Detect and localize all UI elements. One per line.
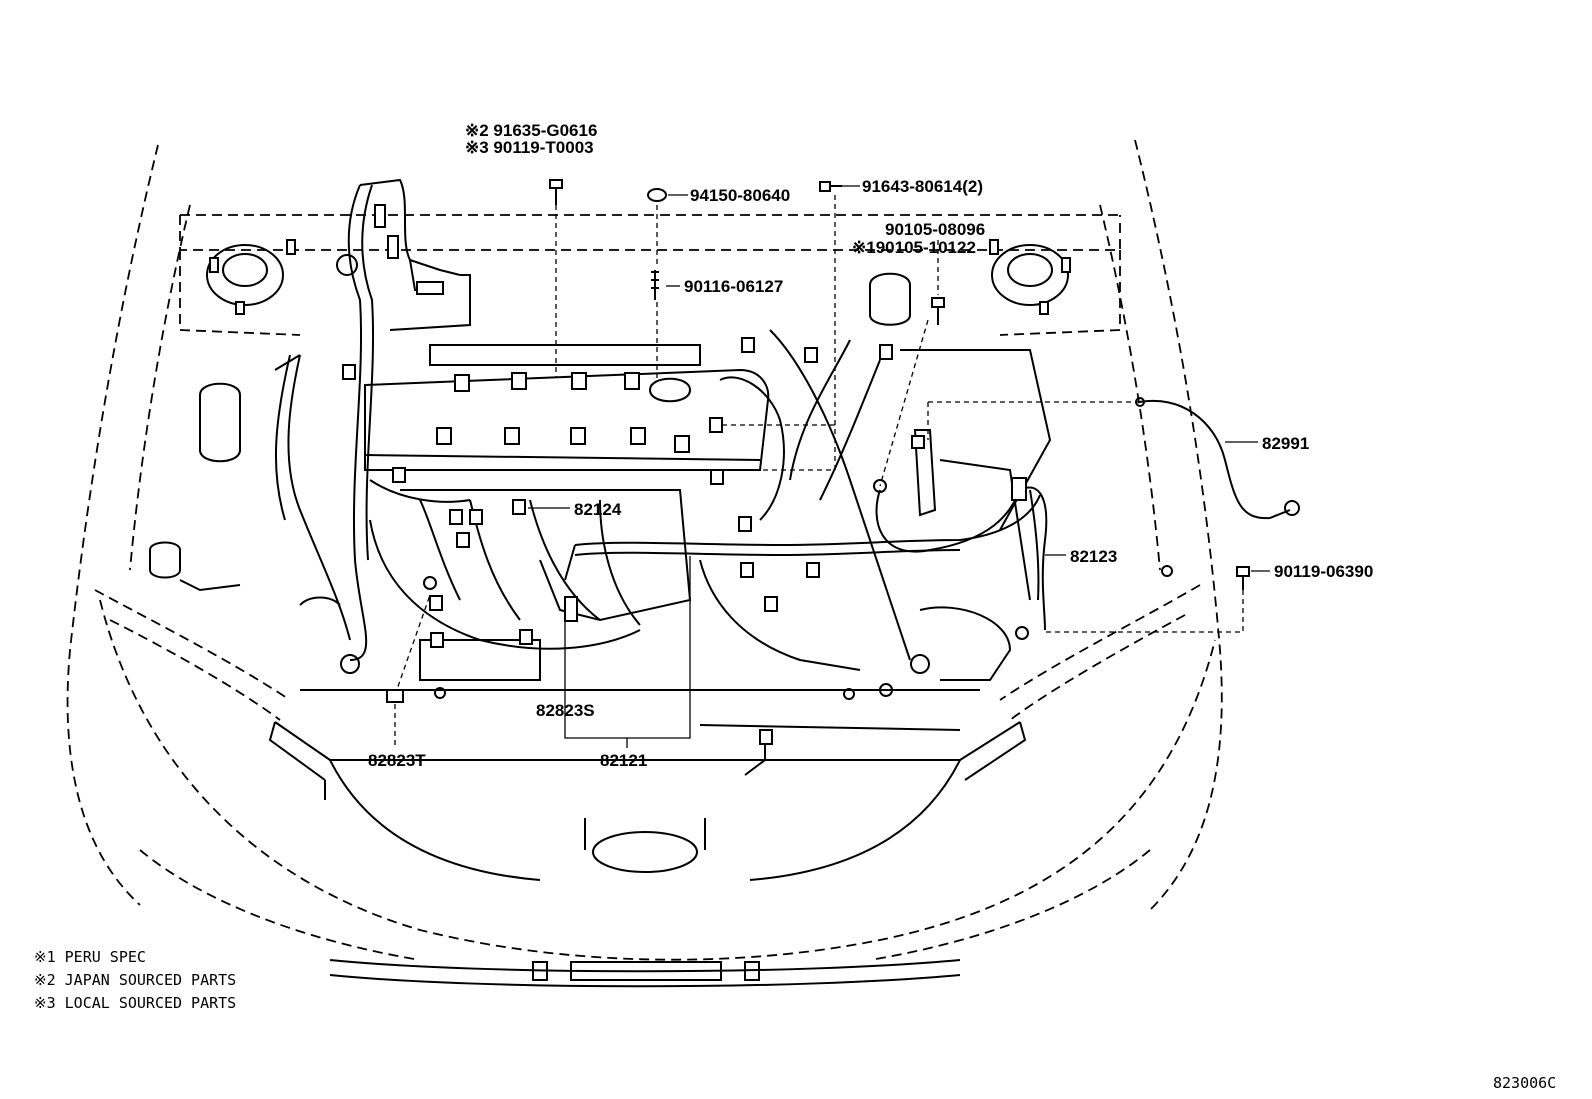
- callout-90105-08096: 90105-08096: [885, 220, 985, 239]
- leader-lines: [386, 185, 1270, 748]
- fastener-icons: [549, 179, 1250, 590]
- callout-190105-10122: ※190105-10122: [852, 238, 976, 257]
- wire-harness: [274, 178, 1300, 661]
- callout-82823t: 82823T: [368, 751, 426, 770]
- callout-82121: 82121: [600, 751, 647, 770]
- callout-82823s: 82823S: [536, 701, 595, 720]
- right-strut-tower: [989, 239, 1071, 315]
- callout-94150-80640: 94150-80640: [690, 186, 790, 205]
- left-strut-tower: [206, 239, 296, 315]
- callout-90119-t0003: ※3 90119-T0003: [465, 138, 594, 157]
- callout-82124: 82124: [574, 500, 622, 519]
- callout-91635-g0616: ※2 91635-G0616: [465, 121, 597, 140]
- legend: ※1 PERU SPEC ※2 JAPAN SOURCED PARTS ※3 L…: [34, 948, 236, 1012]
- callout-90116-06127: 90116-06127: [684, 277, 783, 296]
- callout-90119-06390: 90119-06390: [1274, 562, 1373, 581]
- callout-82123: 82123: [1070, 547, 1117, 566]
- legend-item-2: ※2 JAPAN SOURCED PARTS: [34, 971, 236, 989]
- engine-assembly: [149, 272, 1173, 776]
- callout-91643-80614: 91643-80614(2): [862, 177, 983, 196]
- vehicle-body-outline: [66, 139, 1223, 988]
- callout-82991: 82991: [1262, 434, 1309, 453]
- callout-labels: ※2 91635-G0616 ※3 90119-T0003 94150-8064…: [368, 121, 1373, 770]
- legend-item-1: ※1 PERU SPEC: [34, 948, 146, 966]
- legend-item-3: ※3 LOCAL SOURCED PARTS: [34, 994, 236, 1012]
- diagram-code: 823006C: [1493, 1074, 1556, 1092]
